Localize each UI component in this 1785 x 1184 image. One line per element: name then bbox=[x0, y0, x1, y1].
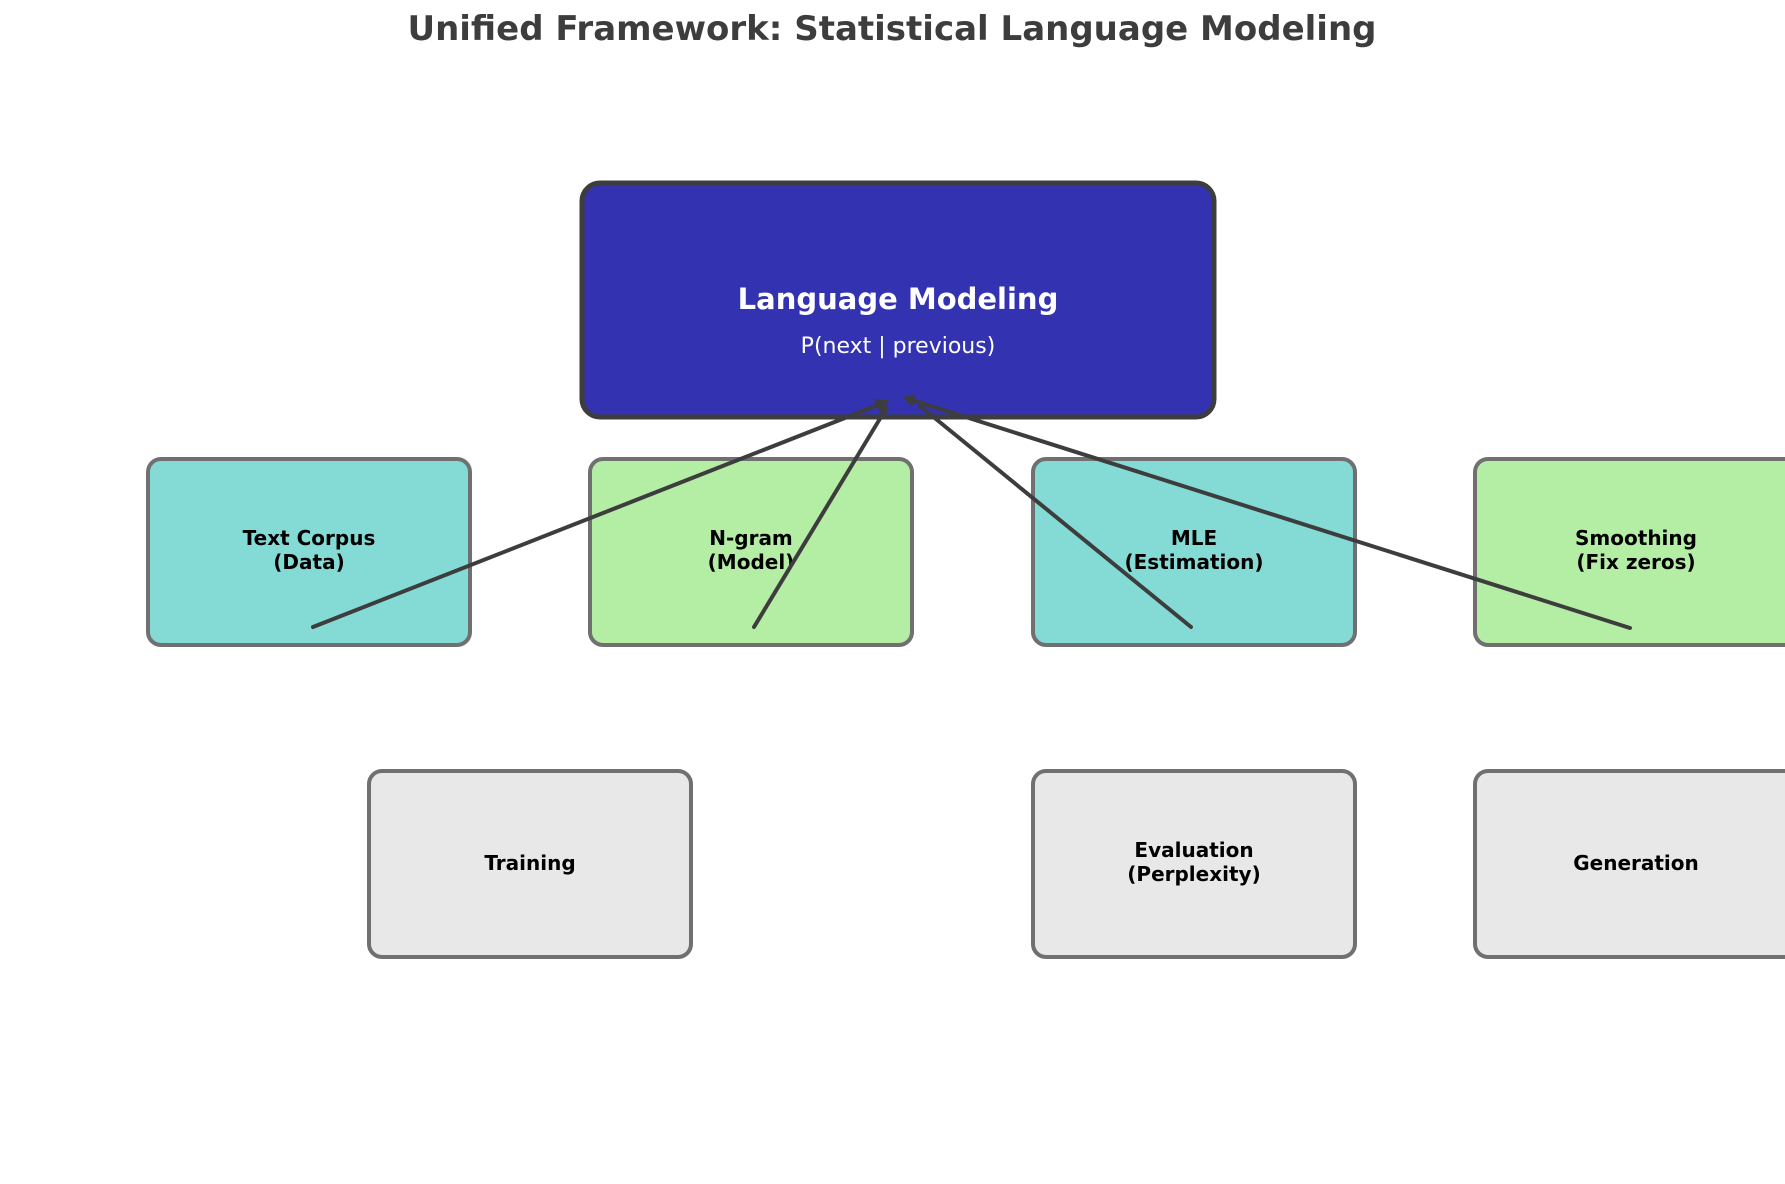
node-generation-box bbox=[1473, 769, 1785, 959]
arrowhead-smoothing bbox=[903, 394, 916, 407]
node-training-label: Training bbox=[484, 851, 575, 875]
node-smoothing-label-line1: Smoothing bbox=[1575, 526, 1697, 550]
center-node: Language Modeling P(next | previous) bbox=[579, 180, 1217, 420]
node-ngram-label-line1: N-gram bbox=[709, 526, 793, 550]
center-node-subtitle: P(next | previous) bbox=[801, 334, 996, 359]
node-mle-label-line2: (Estimation) bbox=[1125, 550, 1264, 574]
node-smoothing: Smoothing (Fix zeros) bbox=[1473, 457, 1785, 647]
connector-ngram-to-center bbox=[752, 410, 886, 629]
connectors bbox=[311, 394, 1632, 630]
diagram-title: Unified Framework: Statistical Language … bbox=[407, 9, 1376, 49]
arrowhead-text-corpus bbox=[874, 399, 889, 413]
node-ngram-box bbox=[588, 457, 914, 647]
node-text-corpus: Text Corpus (Data) bbox=[146, 457, 472, 647]
node-training: Training bbox=[367, 769, 693, 959]
arrowhead-ngram bbox=[879, 404, 888, 414]
node-evaluation-label-line2: (Perplexity) bbox=[1127, 862, 1260, 886]
node-text-corpus-label-line1: Text Corpus bbox=[243, 526, 376, 550]
center-node-box bbox=[579, 180, 1217, 420]
node-evaluation-box bbox=[1031, 769, 1357, 959]
node-evaluation: Evaluation (Perplexity) bbox=[1031, 769, 1357, 959]
node-evaluation-label-line1: Evaluation bbox=[1134, 838, 1253, 862]
node-mle-box bbox=[1031, 457, 1357, 647]
center-node-title: Language Modeling bbox=[738, 282, 1059, 316]
node-generation: Generation bbox=[1473, 769, 1785, 959]
node-generation-label: Generation bbox=[1573, 851, 1699, 875]
node-mle: MLE (Estimation) bbox=[1031, 457, 1357, 647]
node-mle-label-line1: MLE bbox=[1171, 526, 1217, 550]
node-smoothing-box bbox=[1473, 457, 1785, 647]
connector-smoothing-to-center bbox=[907, 397, 1632, 630]
node-training-box bbox=[367, 769, 693, 959]
node-smoothing-label-line2: (Fix zeros) bbox=[1576, 550, 1695, 574]
node-text-corpus-label-line2: (Data) bbox=[273, 550, 344, 574]
connector-text-corpus-to-center bbox=[311, 401, 885, 629]
connector-mle-to-center bbox=[918, 404, 1193, 629]
node-ngram-label-line2: (Model) bbox=[708, 550, 795, 574]
node-ngram: N-gram (Model) bbox=[588, 457, 914, 647]
